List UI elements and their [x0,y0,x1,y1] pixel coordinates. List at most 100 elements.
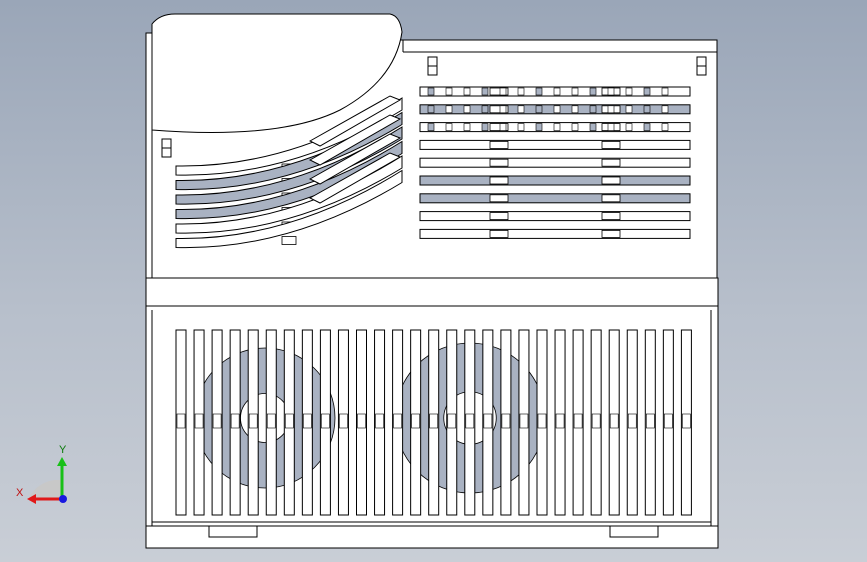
vent-row-detail [535,87,543,96]
fin-clip [465,413,475,429]
vent-row-detail [445,123,453,131]
vent-row-detail [643,123,651,131]
fin-clip [339,413,348,429]
vent-row-detail [445,105,453,114]
vent-row-detail [607,105,615,114]
vent-row-detail [589,105,597,114]
vent-row-detail [643,87,651,96]
fin-clip [212,413,222,429]
mount-foot-right [609,525,659,538]
curved-vent-slot [175,97,403,176]
fin-clip [555,413,565,429]
vent-row-tab [489,229,509,238]
vent-row-detail [517,87,525,96]
fin-clip [627,413,637,429]
vent-row-tab [489,212,509,221]
curved-vent-slot [175,140,403,220]
vent-row-detail [535,105,543,114]
vent-row-tab [601,140,621,149]
vent-row-tab [489,140,509,149]
diagonal-vent-slot [308,114,402,166]
fin-clip [429,413,439,429]
fin-clip [483,413,493,429]
y-axis-label: Y [59,444,67,456]
vent-row [419,175,691,186]
diagonal-vent-slot [308,152,402,204]
fin-clip [447,413,457,429]
vent-row-tab [489,176,509,185]
fin-clip [393,413,402,429]
vent-row-detail [445,87,453,96]
fin-clip [194,413,204,429]
vent-row-detail [481,123,489,131]
diagonal-vent-slot [308,133,402,185]
vent-row [419,211,691,222]
vent-row-detail [625,105,633,114]
vent-row-detail [643,105,651,114]
curved-vent-slots [175,95,403,249]
fin-clip [248,413,258,429]
vent-row-detail [553,123,561,131]
vent-row-detail [553,105,561,114]
curved-vent-slot [175,169,403,249]
fin-clip [411,413,420,429]
x-axis-arrowhead [27,494,36,504]
vent-row-detail [589,87,597,96]
fin-clip [176,413,186,429]
vent-row-detail [625,87,633,96]
vent-row-detail [607,123,615,131]
vent-row-tab [601,229,621,238]
vent-row-detail [463,123,471,131]
vent-row-detail [463,105,471,114]
heatsink-fins [152,329,711,523]
z-axis-origin [59,495,67,503]
vent-row-tab [489,87,509,96]
vent-row-detail [427,105,435,114]
triad-floor [28,479,62,499]
y-axis-arrowhead [57,457,67,466]
vent-row-tab [601,194,621,203]
fin-clip [501,413,511,429]
fin-clip [303,413,312,429]
vent-row-detail [571,105,579,114]
vent-row-tab [601,176,621,185]
vent-row-detail [427,123,435,131]
vent-row [419,157,691,168]
vent-row-detail [463,87,471,96]
vent-row-detail [589,123,597,131]
vent-row-detail [535,123,543,131]
vent-row [419,193,691,204]
vent-row-detail [499,123,507,131]
fin-clip [321,413,330,429]
fin-clip [519,413,529,429]
vent-row-tab [489,105,509,114]
vent-row-detail [481,105,489,114]
vent-row-detail [499,105,507,114]
vent-row-detail [661,123,669,131]
curved-vent-slot [175,126,403,205]
curved-slot-tab [281,236,297,245]
vent-row-detail [661,105,669,114]
fin-clip [230,413,240,429]
vent-row-detail [499,87,507,96]
vent-row-detail [607,87,615,96]
vent-row-tab [489,194,509,203]
vent-row-detail [553,87,561,96]
vent-row-detail [517,105,525,114]
fin-clip [573,413,583,429]
vent-row-detail [481,87,489,96]
vent-row-detail [517,123,525,131]
vent-rows [419,86,691,239]
latch-indicators [161,56,707,158]
vent-row-tab [489,158,509,167]
fin-clip [609,413,619,429]
vent-row-detail [625,123,633,131]
vent-row-tab [601,212,621,221]
curved-vent-slot [175,155,403,234]
fin-clip [645,413,655,429]
fin-clip [537,413,547,429]
vent-row-detail [427,87,435,96]
vent-row-tab [601,158,621,167]
fin-clip [375,413,384,429]
